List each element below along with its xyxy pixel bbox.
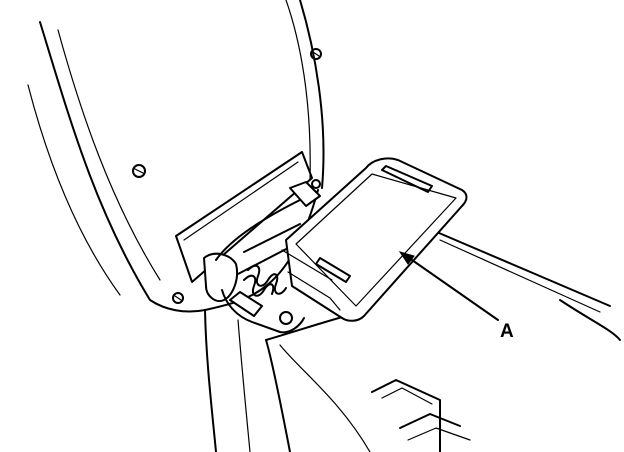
hinge-assembly [203, 181, 321, 334]
callout-leader [398, 251, 499, 321]
console-base [204, 229, 621, 452]
housing-opening [175, 151, 313, 283]
screw-icon [310, 48, 322, 60]
screw-icon-group [132, 48, 322, 304]
screw-icon [311, 179, 321, 189]
screw-icon [132, 164, 146, 178]
spring [243, 264, 287, 297]
screw-icon [172, 292, 184, 304]
upper-housing [27, 0, 325, 313]
flap-part-a [281, 157, 468, 322]
callout-label-a: A [500, 321, 514, 342]
